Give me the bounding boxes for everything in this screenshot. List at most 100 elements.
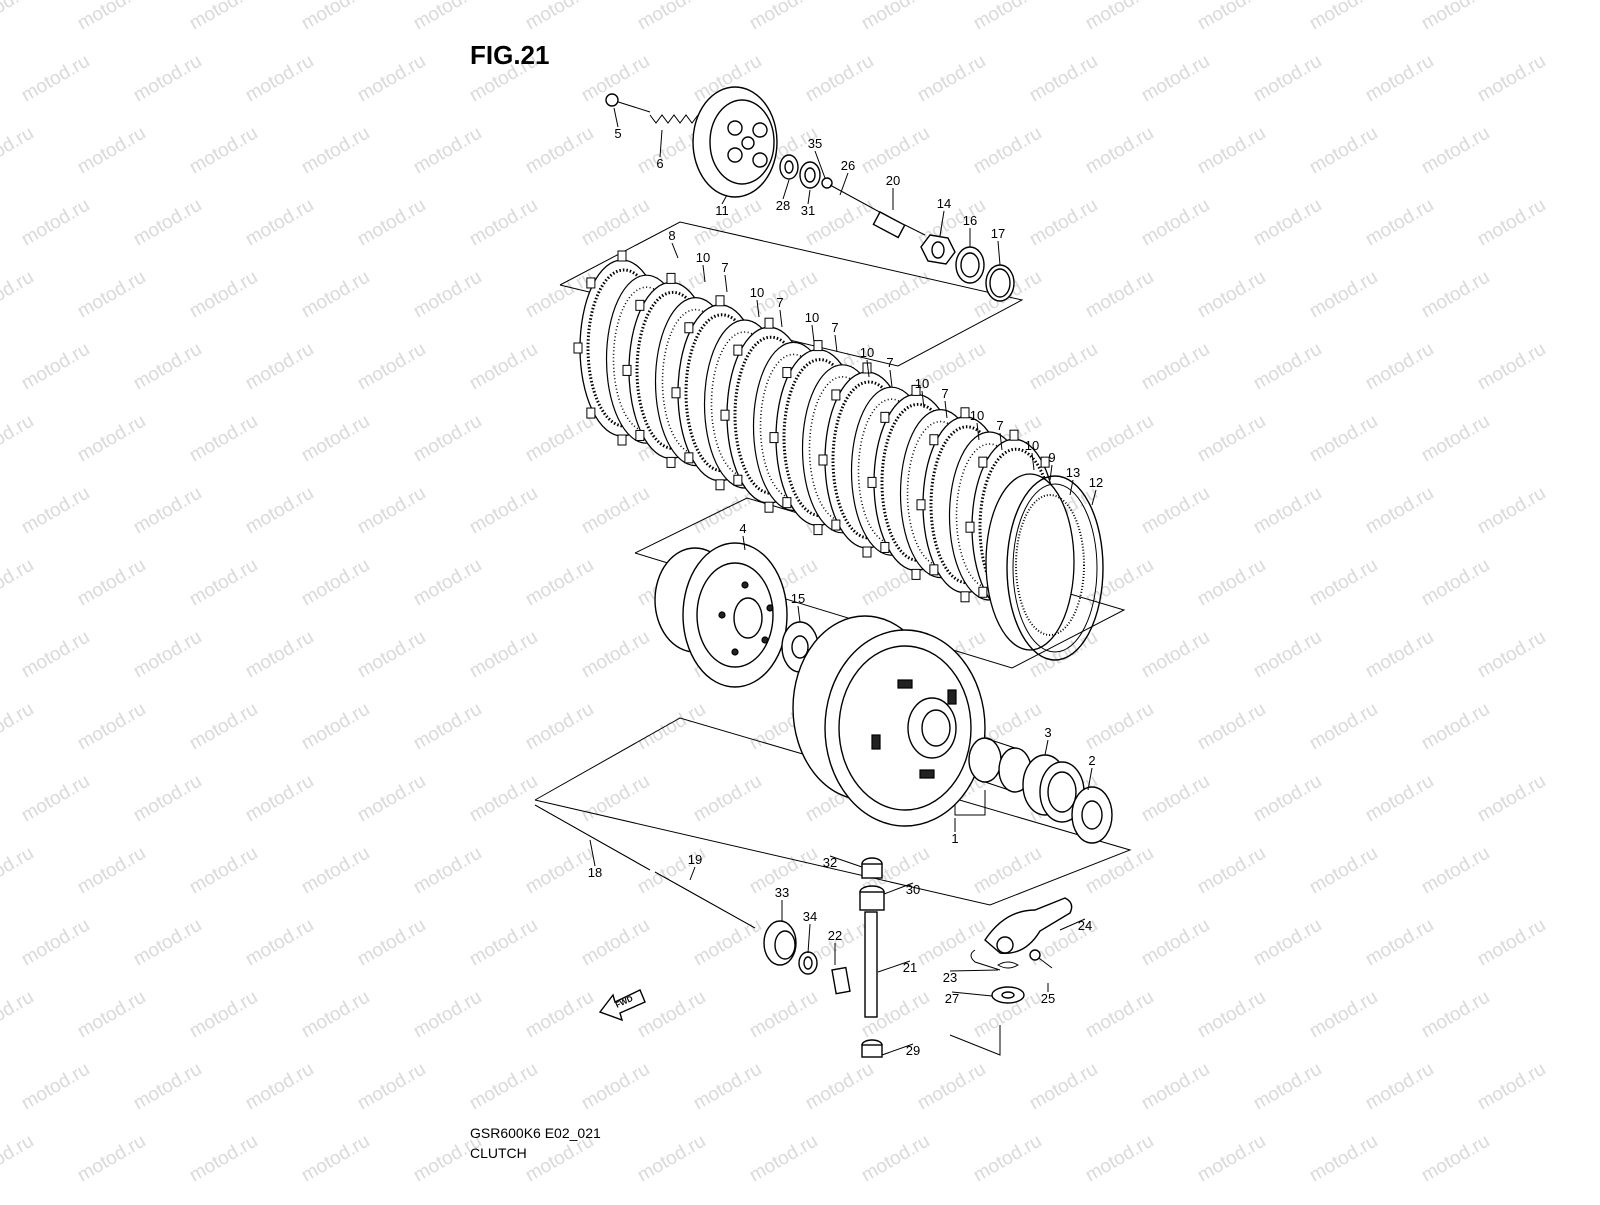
watermark-text: motod.ru	[1250, 627, 1325, 683]
watermark-text: motod.ru	[186, 987, 261, 1043]
watermark-text: motod.ru	[1194, 555, 1269, 611]
part-label-10: 10	[915, 376, 929, 391]
watermark-text: motod.ru	[18, 1059, 93, 1115]
diagram-caption: CLUTCH	[470, 1145, 527, 1161]
part-label-7: 7	[831, 320, 838, 335]
leader-line	[999, 432, 1003, 451]
part-label-2: 2	[1088, 753, 1095, 768]
watermark-text: motod.ru	[242, 195, 317, 251]
watermark-text: motod.ru	[18, 483, 93, 539]
part-label-14: 14	[937, 196, 951, 211]
watermark-text: motod.ru	[466, 195, 541, 251]
watermark-text: motod.ru	[1306, 411, 1381, 467]
watermark-text: motod.ru	[634, 0, 709, 34]
watermark-text: motod.ru	[354, 1059, 429, 1115]
watermark-text: motod.ru	[1418, 1131, 1493, 1187]
watermark-text: motod.ru	[1138, 339, 1213, 395]
leader-line	[829, 855, 863, 868]
watermark-text: motod.ru	[578, 771, 653, 827]
watermark-text: motod.ru	[1026, 1059, 1101, 1115]
watermark-text: motod.ru	[1194, 411, 1269, 467]
part-label-10: 10	[750, 285, 764, 300]
watermark-text: motod.ru	[186, 0, 261, 34]
part-label-31: 31	[801, 203, 815, 218]
leader-line	[889, 369, 893, 388]
watermark-text: motod.ru	[186, 699, 261, 755]
watermark-text: motod.ru	[242, 483, 317, 539]
watermark-text: motod.ru	[1194, 987, 1269, 1043]
watermark-text: motod.ru	[74, 699, 149, 755]
watermark-text: motod.ru	[354, 483, 429, 539]
watermark-text: motod.ru	[130, 1059, 205, 1115]
part-label-5: 5	[614, 126, 621, 141]
part-label-10: 10	[696, 250, 710, 265]
part-label-3: 3	[1044, 725, 1051, 740]
part-label-4: 4	[739, 521, 746, 536]
watermark-text: motod.ru	[0, 555, 37, 611]
part-label-15: 15	[791, 591, 805, 606]
watermark-text: motod.ru	[1138, 51, 1213, 107]
watermark-text: motod.ru	[1362, 627, 1437, 683]
watermark-text: motod.ru	[130, 195, 205, 251]
watermark-text: motod.ru	[634, 987, 709, 1043]
watermark-text: motod.ru	[74, 0, 149, 34]
watermark-text: motod.ru	[1026, 339, 1101, 395]
watermark-text: motod.ru	[74, 267, 149, 323]
watermark-text: motod.ru	[74, 1131, 149, 1187]
leader-line	[921, 390, 925, 409]
watermark-text: motod.ru	[1026, 51, 1101, 107]
leader-line	[1091, 489, 1097, 506]
watermark-text: motod.ru	[970, 843, 1045, 899]
leader-line	[949, 969, 999, 972]
watermark-text: motod.ru	[522, 0, 597, 34]
pressure-plate	[692, 86, 778, 198]
part-label-26: 26	[841, 158, 855, 173]
clutch-sleeve-hub	[654, 542, 788, 688]
part-label-7: 7	[886, 355, 893, 370]
watermark-text: motod.ru	[914, 1059, 989, 1115]
watermark-text: motod.ru	[1082, 987, 1157, 1043]
watermark-text: motod.ru	[1138, 1059, 1213, 1115]
watermark-text: motod.ru	[130, 771, 205, 827]
watermark-text: motod.ru	[1418, 411, 1493, 467]
watermark-text: motod.ru	[522, 411, 597, 467]
watermark-text: motod.ru	[298, 699, 373, 755]
watermark-text: motod.ru	[1082, 0, 1157, 34]
watermark-text: motod.ru	[242, 771, 317, 827]
leader-line	[1044, 739, 1049, 756]
watermark-text: motod.ru	[18, 771, 93, 827]
leader-line	[724, 274, 728, 293]
watermark-text: motod.ru	[914, 51, 989, 107]
part-label-27: 27	[945, 991, 959, 1006]
watermark-text: motod.ru	[410, 123, 485, 179]
watermark-text: motod.ru	[410, 267, 485, 323]
watermark-text: motod.ru	[1362, 483, 1437, 539]
part-label-6: 6	[656, 156, 663, 171]
watermark-text: motod.ru	[1194, 699, 1269, 755]
watermark-text: motod.ru	[1362, 51, 1437, 107]
watermark-text: motod.ru	[634, 699, 709, 755]
watermark-text: motod.ru	[1194, 1131, 1269, 1187]
watermark-text: motod.ru	[242, 627, 317, 683]
part-label-8: 8	[668, 228, 675, 243]
leader-line	[834, 334, 838, 353]
watermark-text: motod.ru	[1474, 1059, 1549, 1115]
watermark-text: motod.ru	[578, 627, 653, 683]
leader-line	[1031, 452, 1035, 471]
watermark-text: motod.ru	[746, 987, 821, 1043]
watermark-text: motod.ru	[354, 51, 429, 107]
part-label-24: 24	[1078, 918, 1092, 933]
watermark-text: motod.ru	[746, 0, 821, 34]
part-label-7: 7	[776, 295, 783, 310]
watermark-text: motod.ru	[1474, 195, 1549, 251]
watermark-text: motod.ru	[0, 1131, 37, 1187]
watermark-text: motod.ru	[298, 411, 373, 467]
leader-line	[742, 535, 746, 551]
watermark-text: motod.ru	[1194, 0, 1269, 34]
watermark-text: motod.ru	[410, 987, 485, 1043]
watermark-text: motod.ru	[466, 339, 541, 395]
watermark-text: motod.ru	[634, 843, 709, 899]
watermark-text: motod.ru	[410, 555, 485, 611]
watermark-text: motod.ru	[970, 123, 1045, 179]
part-label-33: 33	[775, 885, 789, 900]
